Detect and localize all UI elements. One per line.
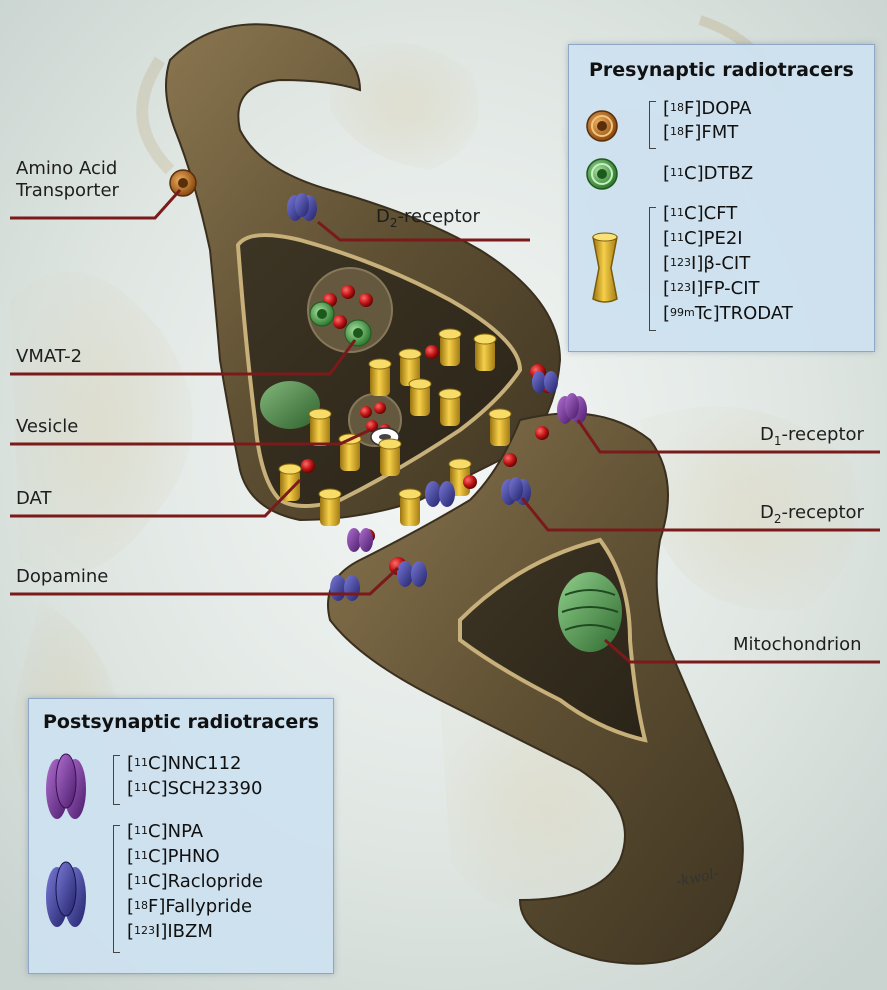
yellow-transporter-icon	[591, 231, 619, 305]
postsynaptic-panel-title: Postsynaptic radiotracers	[43, 711, 319, 733]
dopamine-label: Dopamine	[16, 566, 108, 588]
amino-acid-label-line2: Transporter	[16, 180, 119, 202]
orange-ring-icon	[585, 109, 619, 143]
postsynaptic-mitochondrion	[558, 572, 622, 652]
d1-receptor-label: D1-receptor	[760, 424, 864, 447]
tracer-craclopride: [11C]Raclopride	[127, 871, 263, 893]
purple-receptor-icon	[43, 751, 89, 825]
green-ring-icon	[585, 157, 619, 191]
vesicle-cluster-top	[308, 268, 392, 352]
bracket-group-3	[649, 207, 656, 331]
amino-acid-transporter-label: Amino Acid Transporter	[16, 158, 119, 202]
tracer-ffallypride: [18F]Fallypride	[127, 896, 252, 918]
bracket-post-group-1	[113, 755, 120, 805]
vesicle-label: Vesicle	[16, 416, 78, 438]
tracer-cnnc112: [11C]NNC112	[127, 753, 241, 775]
amino-acid-label-line1: Amino Acid	[16, 158, 119, 180]
tracer-cnpa: [11C]NPA	[127, 821, 203, 843]
tracer-ifpcit: [123I]FP-CIT	[663, 278, 760, 300]
d2-receptor-top-label: D2-receptor	[376, 206, 480, 229]
d2-receptor-right-label: D2-receptor	[760, 502, 864, 525]
vmat2-label: VMAT-2	[16, 346, 82, 368]
presynaptic-radiotracers-panel: Presynaptic radiotracers [18F]DOPA [18F]…	[568, 44, 875, 352]
tracer-cphno: [11C]PHNO	[127, 846, 220, 868]
tracer-ffmt: [18F]FMT	[663, 122, 738, 144]
tracer-cdtbz: [11C]DTBZ	[663, 163, 753, 185]
tracer-tctrodat: [99mTc]TRODAT	[663, 303, 793, 325]
blue-receptor-icon	[43, 859, 89, 933]
dat-label: DAT	[16, 488, 51, 510]
mitochondrion-label: Mitochondrion	[733, 634, 862, 656]
tracer-csch23390: [11C]SCH23390	[127, 778, 262, 800]
tracer-ibetacit: [123I]β-CIT	[663, 253, 750, 275]
bracket-post-group-2	[113, 825, 120, 953]
tracer-ccft: [11C]CFT	[663, 203, 737, 225]
bracket-group-1	[649, 101, 656, 149]
amino-acid-transporter-ring	[170, 170, 196, 196]
tracer-fdopa: [18F]DOPA	[663, 98, 751, 120]
postsynaptic-radiotracers-panel: Postsynaptic radiotracers [11C]NNC112 [1…	[28, 698, 334, 974]
tracer-cpe2i: [11C]PE2I	[663, 228, 743, 250]
tracer-iibzm: [123I]IBZM	[127, 921, 213, 943]
presynaptic-panel-title: Presynaptic radiotracers	[589, 59, 854, 81]
